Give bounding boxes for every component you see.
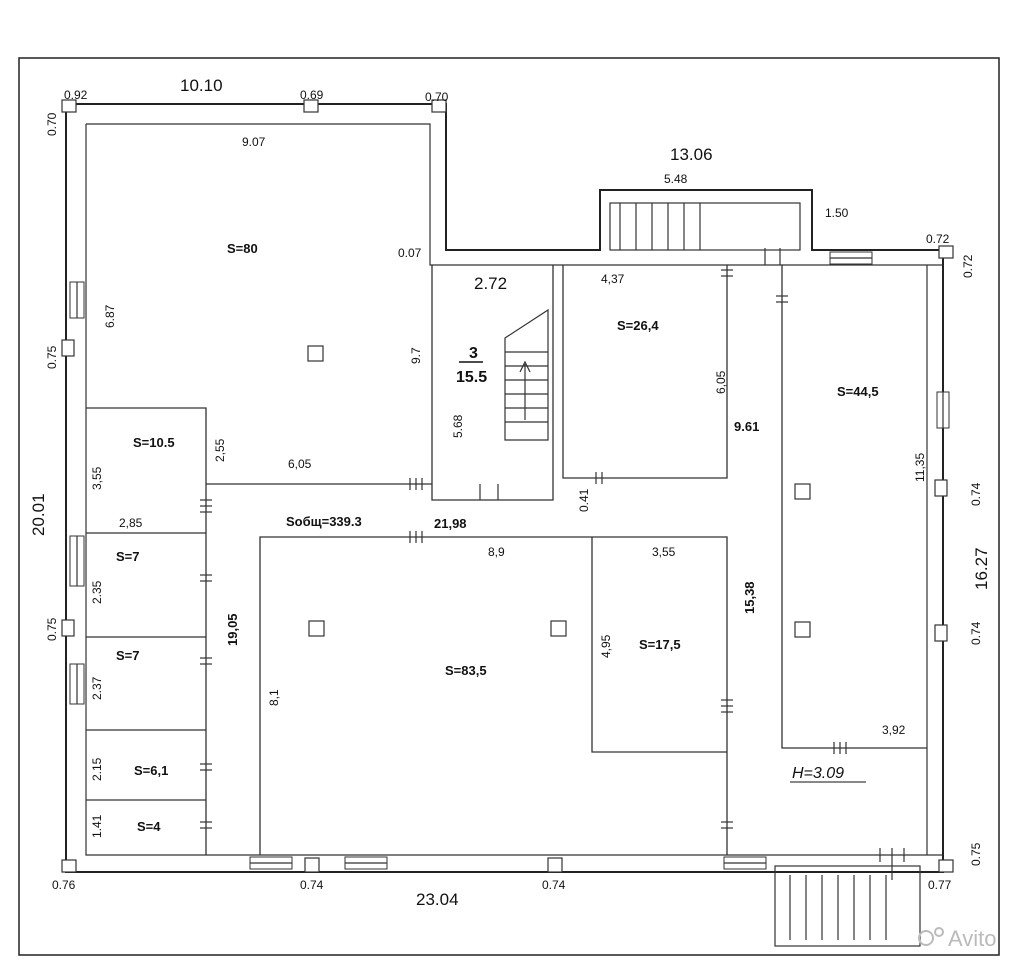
- dimension-labels: 0.92 10.10 0.69 0.70 9.07 13.06 5.48 1.5…: [52, 76, 952, 909]
- dimension-label: 1.41: [90, 814, 104, 838]
- dimension-label: 0.77: [928, 878, 952, 892]
- watermark: Avito: [918, 926, 997, 951]
- dimension-label: 8,9: [488, 545, 505, 559]
- dimension-label: 2.72: [474, 274, 507, 293]
- dimension-label: 0.07: [398, 246, 422, 260]
- dimension-label: 10.10: [180, 76, 223, 95]
- dimension-label: 0.74: [969, 621, 983, 645]
- dimension-label: 0.72: [961, 254, 975, 278]
- dimension-label: 21,98: [434, 516, 467, 531]
- dimension-label: 0.70: [425, 90, 449, 104]
- dimension-label: 11,35: [913, 453, 927, 482]
- dimension-label: 6,05: [288, 457, 312, 471]
- room-area-label: S=6,1: [134, 763, 168, 778]
- ceiling-height: H=3.09: [792, 765, 844, 782]
- dimension-label: 0.74: [542, 878, 566, 892]
- room-area-label: S=44,5: [837, 384, 879, 399]
- dimension-label: 0.74: [969, 482, 983, 506]
- stair-number: 3: [469, 345, 478, 362]
- watermark-text: Avito: [948, 926, 997, 951]
- room-area-label: S=80: [227, 241, 258, 256]
- room-area-label: S=4: [137, 819, 161, 834]
- dimension-label: 3,92: [882, 723, 906, 737]
- dimension-label: 6.87: [103, 304, 117, 328]
- dimension-label: 0.75: [969, 842, 983, 866]
- room-area-label: S=17,5: [639, 637, 681, 652]
- dimension-label: 1.50: [825, 206, 849, 220]
- partitions: [86, 265, 927, 855]
- dimension-label: 4,37: [601, 272, 625, 286]
- columns: [307, 345, 811, 638]
- dimension-label: 0.92: [64, 88, 88, 102]
- room-area-label: S=7: [116, 549, 140, 564]
- outer-walls: [61, 99, 954, 873]
- room-area-label: S=83,5: [445, 663, 487, 678]
- dimension-label: 5.68: [451, 414, 465, 438]
- room-area-label: S=7: [116, 648, 140, 663]
- room-area-label: S=10.5: [133, 435, 175, 450]
- stair-area: 15.5: [456, 369, 487, 386]
- dimension-label: 4,95: [599, 634, 613, 658]
- dimension-label: 5.48: [664, 172, 688, 186]
- dimension-label: 0.75: [45, 617, 59, 641]
- dimension-label: 9.7: [409, 347, 423, 364]
- dimension-labels-vertical: 0.70 0.72 6.87 0.75 9.7 5.68 6,05 11,35 …: [29, 112, 991, 866]
- dimension-label: 8,1: [267, 689, 281, 706]
- total-area: Sобщ=339.3: [286, 514, 362, 529]
- dimension-label: 9.07: [242, 135, 266, 149]
- windows: [69, 251, 950, 870]
- dimension-label: 2,85: [119, 516, 143, 530]
- room-area-label: S=26,4: [617, 318, 659, 333]
- stairs-bottom: [774, 865, 921, 947]
- dimension-label: 2,55: [213, 438, 227, 462]
- dimension-label: 16.27: [972, 547, 991, 590]
- dimension-label: 23.04: [416, 890, 459, 909]
- dimension-label: 13.06: [670, 145, 713, 164]
- dimension-label: 6,05: [714, 370, 728, 394]
- dimension-label: 3,55: [90, 466, 104, 490]
- dimension-label: 0.75: [45, 345, 59, 369]
- dimension-label: 0.76: [52, 878, 76, 892]
- dimension-label: 0.70: [45, 112, 59, 136]
- dimension-label: 0.69: [300, 88, 324, 102]
- doors: [200, 248, 905, 880]
- stairs-inner: [504, 308, 549, 441]
- dimension-label: 9.61: [734, 419, 759, 434]
- dimension-label: 0.72: [926, 232, 950, 246]
- dimension-label: 20.01: [29, 493, 48, 536]
- dimension-label: 2.35: [90, 580, 104, 604]
- dimension-label: 0.74: [300, 878, 324, 892]
- drawing-frame: [18, 57, 1000, 956]
- dimension-label: 3,55: [652, 545, 676, 559]
- dimension-label: 2.37: [90, 676, 104, 700]
- dimension-label: 2.15: [90, 757, 104, 781]
- dimension-label: 19,05: [225, 613, 240, 646]
- dimension-label: 0.41: [577, 488, 591, 512]
- dimension-label: 15,38: [742, 581, 757, 614]
- stairs-top: [609, 202, 801, 251]
